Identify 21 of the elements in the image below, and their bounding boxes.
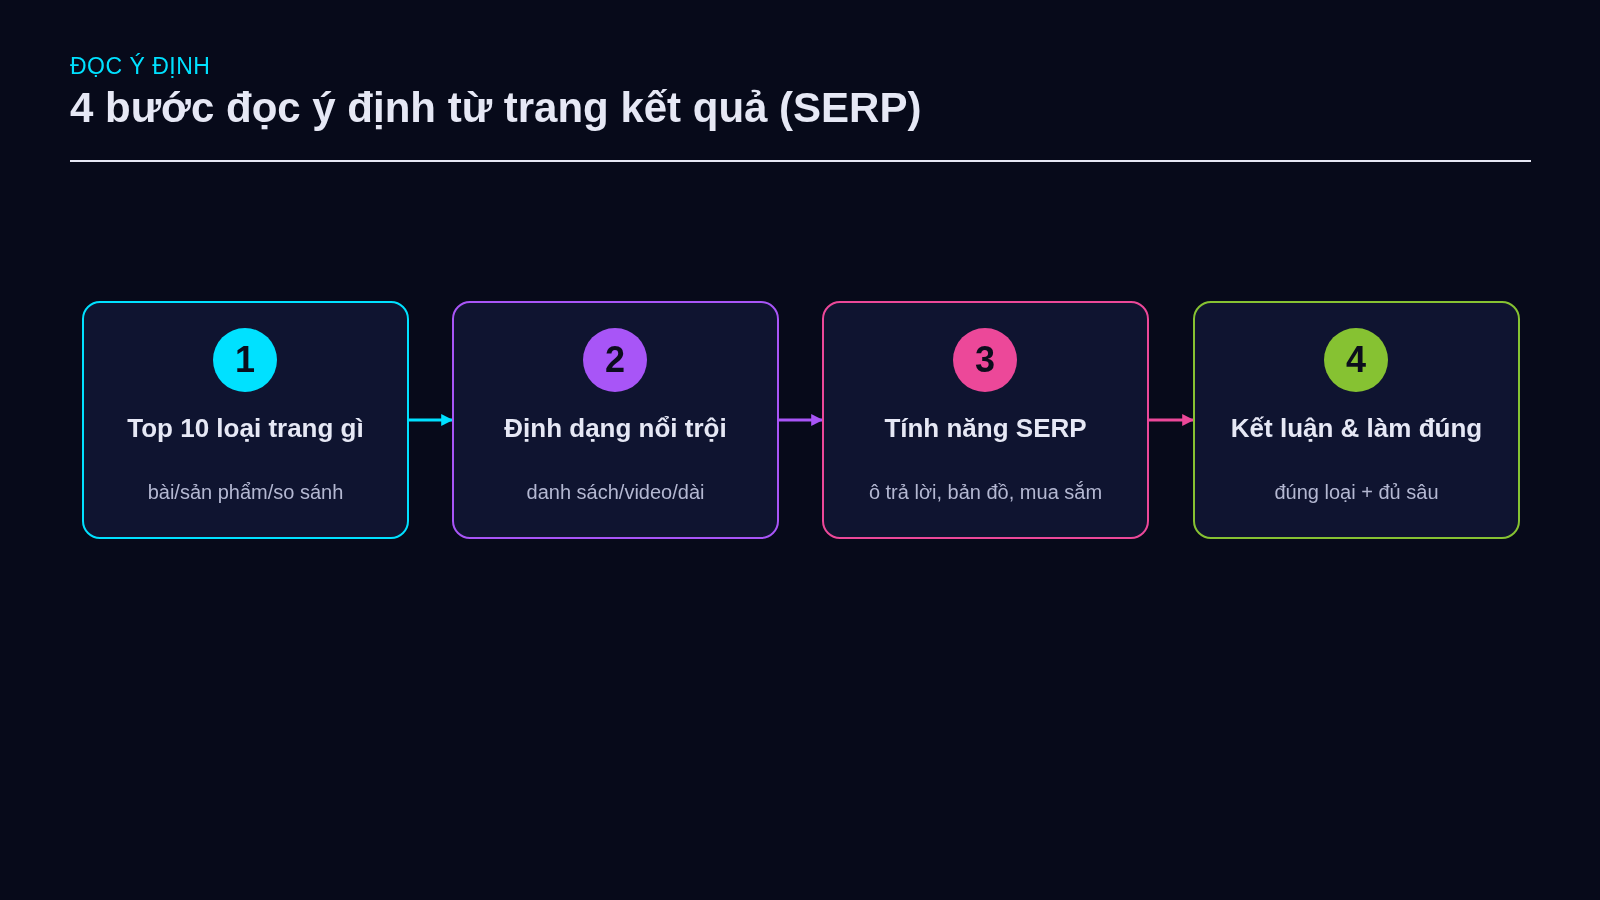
step-description: bài/sản phẩm/so sánh — [146, 481, 345, 504]
section-label: ĐỌC Ý ĐỊNH — [70, 53, 211, 80]
step-title: Top 10 loại trang gì — [126, 413, 365, 444]
step-description: ô trả lời, bản đồ, mua sắm — [867, 481, 1104, 504]
arrow — [1149, 414, 1195, 426]
step-number: 3 — [953, 328, 1017, 392]
step-card — [822, 301, 1149, 539]
step-number: 1 — [213, 328, 277, 392]
step-card — [452, 301, 779, 539]
arrow — [779, 414, 824, 426]
step-description: đúng loại + đủ sâu — [1273, 481, 1440, 504]
step-title: Định dạng nổi trội — [503, 413, 728, 444]
title: 4 bước đọc ý định từ trang kết quả (SERP) — [70, 84, 922, 132]
step-card — [82, 301, 409, 539]
step-title: Tính năng SERP — [883, 413, 1088, 444]
step-card — [1193, 301, 1520, 539]
step-number: 4 — [1324, 328, 1388, 392]
arrow — [409, 414, 454, 426]
step-title: Kết luận & làm đúng — [1229, 413, 1484, 444]
step-number: 2 — [583, 328, 647, 392]
step-description: danh sách/video/dài — [525, 481, 706, 504]
